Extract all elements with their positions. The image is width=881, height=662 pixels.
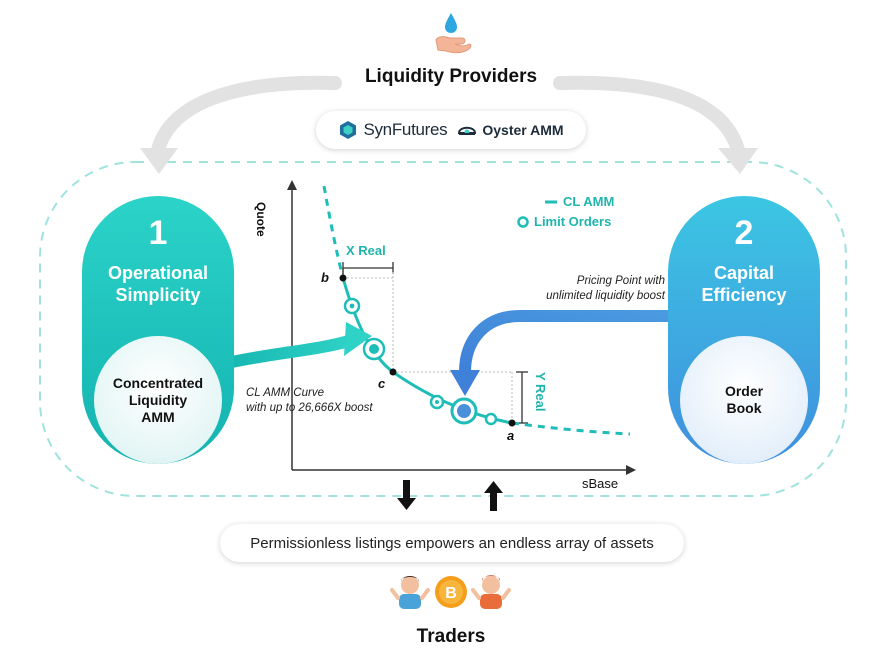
legend-cl-amm: CL AMM (563, 194, 615, 209)
gray-arc-left (151, 75, 342, 157)
note-line: with up to 26,666X boost (246, 402, 373, 414)
water-drop-hand-icon (435, 13, 472, 54)
listings-text: Permissionless listings empowers an endl… (250, 534, 654, 552)
brand-pill: SynFutures Oyster AMM (316, 111, 586, 149)
pillar-label-line: Operational (107, 263, 209, 283)
x-axis-arrow (626, 465, 636, 475)
limit-order-node (484, 412, 498, 426)
inner-line: Order (724, 383, 764, 399)
oyster-brand: Oyster AMM (457, 121, 564, 139)
pricing-point-note: Pricing Point with unlimited liquidity b… (505, 274, 665, 304)
inner-line: Concentrated (112, 374, 204, 391)
legend-limit-orders: Limit Orders (534, 214, 612, 229)
point-b-dot (339, 274, 347, 282)
gray-arrowhead-right (718, 148, 758, 174)
inner-line: Liquidity (128, 391, 188, 408)
capital-efficiency-pillar: 2 Capital Efficiency Order Book (668, 196, 820, 464)
pricing-point-node (457, 404, 471, 418)
svg-text:B: B (445, 585, 457, 602)
pillar-number: 2 (734, 214, 754, 252)
y-real-label: Y Real (533, 372, 548, 412)
teal-arrow (226, 334, 358, 368)
y-axis-arrow (287, 180, 297, 190)
synfutures-brand: SynFutures (338, 120, 448, 140)
y-axis-label: Quote (254, 202, 268, 237)
pillar-label-line: Simplicity (115, 285, 201, 305)
bitcoin-coin-icon: B (435, 576, 467, 608)
trader-left-icon (390, 576, 430, 609)
point-c-dot (389, 368, 397, 376)
synfutures-logo-icon (340, 121, 357, 139)
limit-order-node (435, 400, 439, 404)
teal-arrowhead (344, 322, 372, 356)
legend-limit-order-mark (517, 216, 529, 228)
page-title: Liquidity Providers (364, 66, 538, 87)
note-line: unlimited liquidity boost (546, 290, 665, 302)
down-arrow-icon (397, 480, 416, 510)
limit-order-node-large (369, 344, 379, 354)
gray-arrowhead-left (140, 148, 178, 174)
oyster-label: Oyster AMM (482, 122, 564, 138)
point-a-dot (508, 419, 516, 427)
x-real-label: X Real (346, 243, 386, 258)
oyster-logo-icon (458, 126, 477, 135)
trader-right-icon (471, 575, 511, 609)
cl-amm-curve-dash-top (322, 185, 345, 279)
point-a-label: a (507, 428, 515, 443)
blue-arrowhead (450, 370, 480, 396)
pillar-label: Operational Simplicity (82, 262, 234, 306)
inner-line: Book (726, 400, 762, 416)
point-c-label: c (378, 376, 386, 391)
up-arrow-icon (484, 481, 503, 511)
inner-line: AMM (141, 408, 175, 425)
pillar-label-line: Capital (713, 263, 774, 283)
pillar-label: Capital Efficiency (668, 262, 820, 306)
cl-amm-curve-dash-bottom (511, 421, 631, 436)
dashed-frame (39, 161, 847, 497)
curve-note: CL AMM Curve with up to 26,666X boost (246, 386, 406, 416)
pillar-number: 1 (148, 214, 168, 252)
note-line: Pricing Point with (576, 275, 665, 287)
limit-order-node (349, 303, 355, 309)
listings-pill: Permissionless listings empowers an endl… (220, 524, 684, 562)
x-axis-label: sBase (582, 476, 619, 491)
blue-arrow (459, 310, 676, 378)
point-b-label: b (321, 270, 329, 285)
order-book-circle: Order Book (680, 336, 808, 464)
gray-arc-right (553, 75, 745, 157)
synfutures-label: SynFutures (363, 120, 448, 139)
operational-simplicity-pillar: 1 Operational Simplicity Concentrated Li… (82, 196, 234, 464)
concentrated-liquidity-circle: Concentrated Liquidity AMM (94, 336, 222, 464)
traders-title: Traders (416, 626, 486, 647)
pillar-label-line: Efficiency (701, 285, 787, 305)
note-line: CL AMM Curve (246, 387, 324, 399)
